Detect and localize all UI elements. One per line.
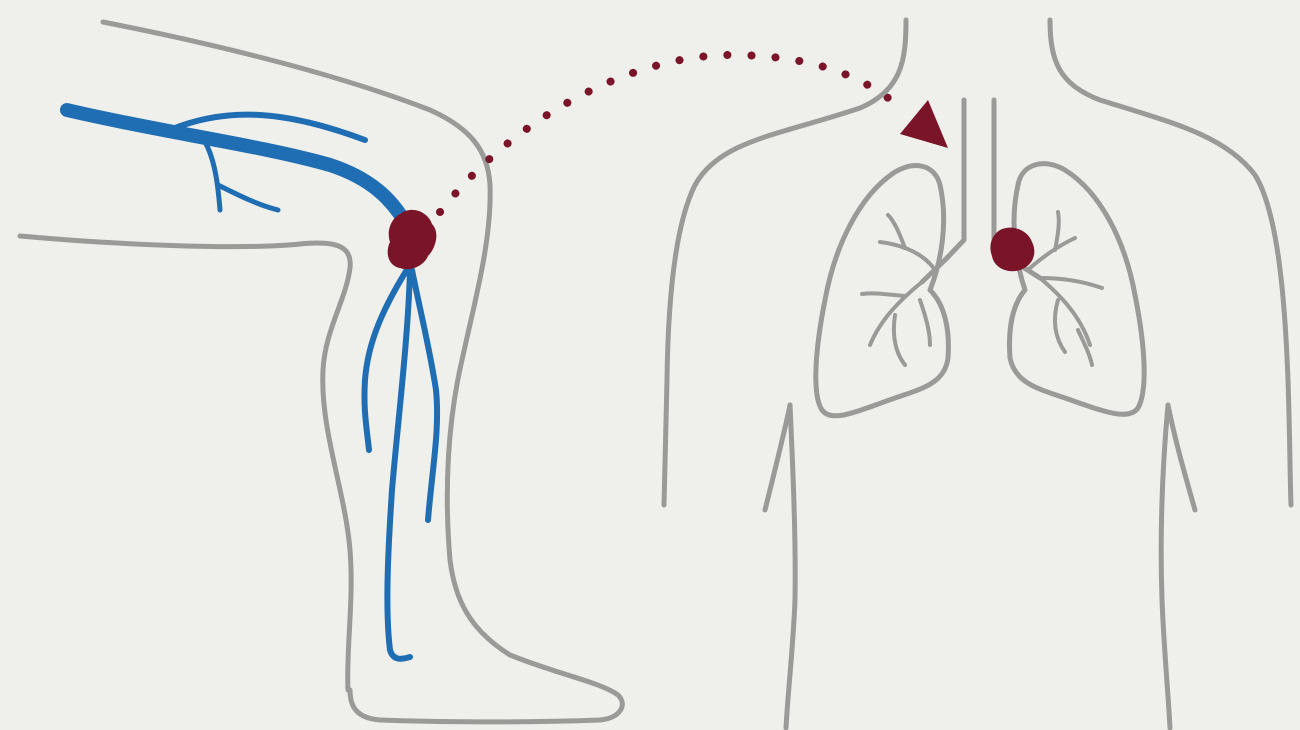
- lungs-icon: [816, 100, 1144, 416]
- lower-vein-center: [387, 270, 410, 659]
- bronchus-left-6: [920, 300, 930, 345]
- arm-inner-left: [765, 405, 790, 510]
- arm-inner-right: [1168, 405, 1195, 510]
- blood-clot-icon: [990, 228, 1034, 272]
- neck-shoulder-right: [1050, 20, 1291, 505]
- bronchus-right-3: [1030, 238, 1075, 268]
- bronchus-left-3: [894, 315, 905, 365]
- arrowhead: [900, 100, 948, 148]
- bronchus-right-5: [1055, 300, 1065, 352]
- vein-icon: [67, 110, 437, 659]
- torso-outline-icon: [664, 20, 1291, 728]
- lower-vein-right: [412, 270, 437, 520]
- dotted-travel-path: [440, 55, 905, 212]
- thigh-underside-contour: [20, 236, 351, 690]
- torso-side-right: [1161, 405, 1170, 728]
- bronchus-right-4: [1055, 212, 1059, 250]
- torso-side-left: [786, 405, 795, 728]
- left-lung: [816, 166, 949, 416]
- right-lung: [1010, 164, 1145, 415]
- bronchus-left-2: [862, 293, 905, 296]
- femoral-vein: [67, 110, 410, 232]
- bronchus-left-4: [880, 242, 935, 270]
- small-vein-twig: [218, 185, 278, 210]
- blood-clot-icon: [388, 210, 437, 269]
- small-vein-branch: [205, 142, 220, 210]
